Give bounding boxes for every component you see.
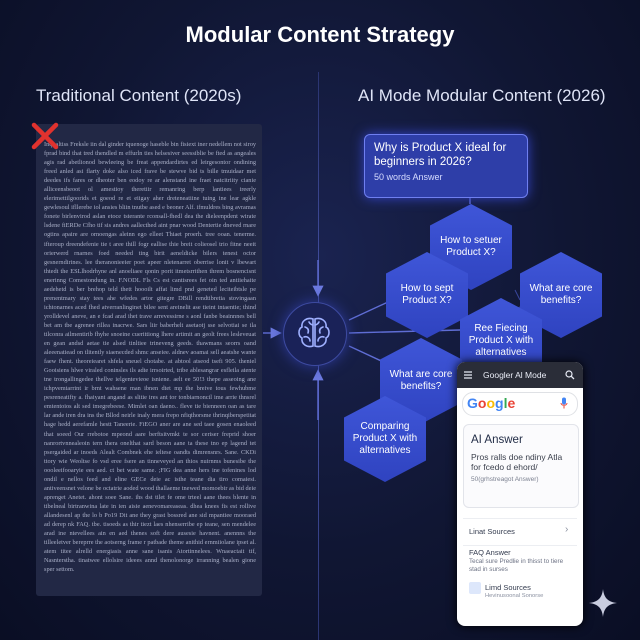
traditional-wall-of-text: Inqualtiss Freksle iin dal ginder iqueno…: [44, 141, 256, 574]
hexagon-label: What are core benefits?: [529, 283, 593, 306]
faq-answer-text: Tecal sure Predlie in thisst to tiere st…: [469, 558, 564, 573]
ai-answer-text: Pros ralls doe ndiny Atla for fcedo d eh…: [471, 452, 563, 472]
google-logo: Google: [467, 395, 516, 411]
sources-row[interactable]: [463, 518, 577, 546]
sparkle-icon: [589, 589, 617, 617]
hexagon-label: What are core benefits?: [389, 369, 453, 392]
x-mark-icon: [31, 122, 59, 150]
link-brain-hex-2: [348, 329, 461, 334]
source-thumbnail-icon: [469, 582, 481, 594]
question-card[interactable]: [364, 134, 528, 198]
phone-app-bar: [457, 362, 583, 388]
question-word-count: 50 words Answer: [374, 172, 443, 182]
traditional-text-block: Inqualtiss Freksle iin dal ginder iqueno…: [36, 124, 262, 596]
phone-app-title: Googler Al Mode: [483, 370, 547, 380]
ai-answer-card: [463, 424, 579, 508]
search-icon[interactable]: [565, 370, 575, 380]
ai-answer-title: AI Answer: [471, 434, 523, 446]
chevron-right-icon[interactable]: ›: [565, 524, 569, 535]
traditional-content-heading: Traditional Content (2020s): [36, 86, 242, 105]
menu-icon[interactable]: [463, 369, 473, 381]
question-text: Why is Product X ideal for beginners in …: [374, 142, 507, 168]
google-ai-mode-phone: Googler Al Mode Google AI Answer Pros ra…: [457, 362, 583, 626]
cited-sources-subtext: Hevinusoonal Sonorse: [485, 593, 544, 599]
hexagon-module-comparing[interactable]: Comparing Product X with alternatives: [344, 396, 426, 482]
modular-content-heading: AI Mode Modular Content (2026): [358, 86, 606, 105]
page-title: Modular Content Strategy: [185, 22, 455, 47]
sources-label: Linat Sources: [469, 527, 515, 536]
faq-answer-label: FAQ Answer: [469, 548, 511, 557]
google-search-bar[interactable]: [462, 392, 578, 416]
brain-icon: [298, 317, 330, 348]
ai-answer-subtext: 50(grhstreagot Answer): [471, 476, 539, 483]
microphone-icon[interactable]: [560, 397, 568, 409]
cited-sources-label[interactable]: Limd Sources: [485, 583, 531, 592]
hexagon-label: How to setuer Product X?: [440, 235, 502, 258]
hexagon-label: Ree Fiecing Product X with alternatives: [468, 323, 534, 358]
hexagon-label: Comparing Product X with alternatives: [352, 421, 418, 456]
hexagon-module-sept[interactable]: How to sept Product X?: [386, 252, 468, 338]
hexagon-label: How to sept Product X?: [400, 283, 454, 306]
